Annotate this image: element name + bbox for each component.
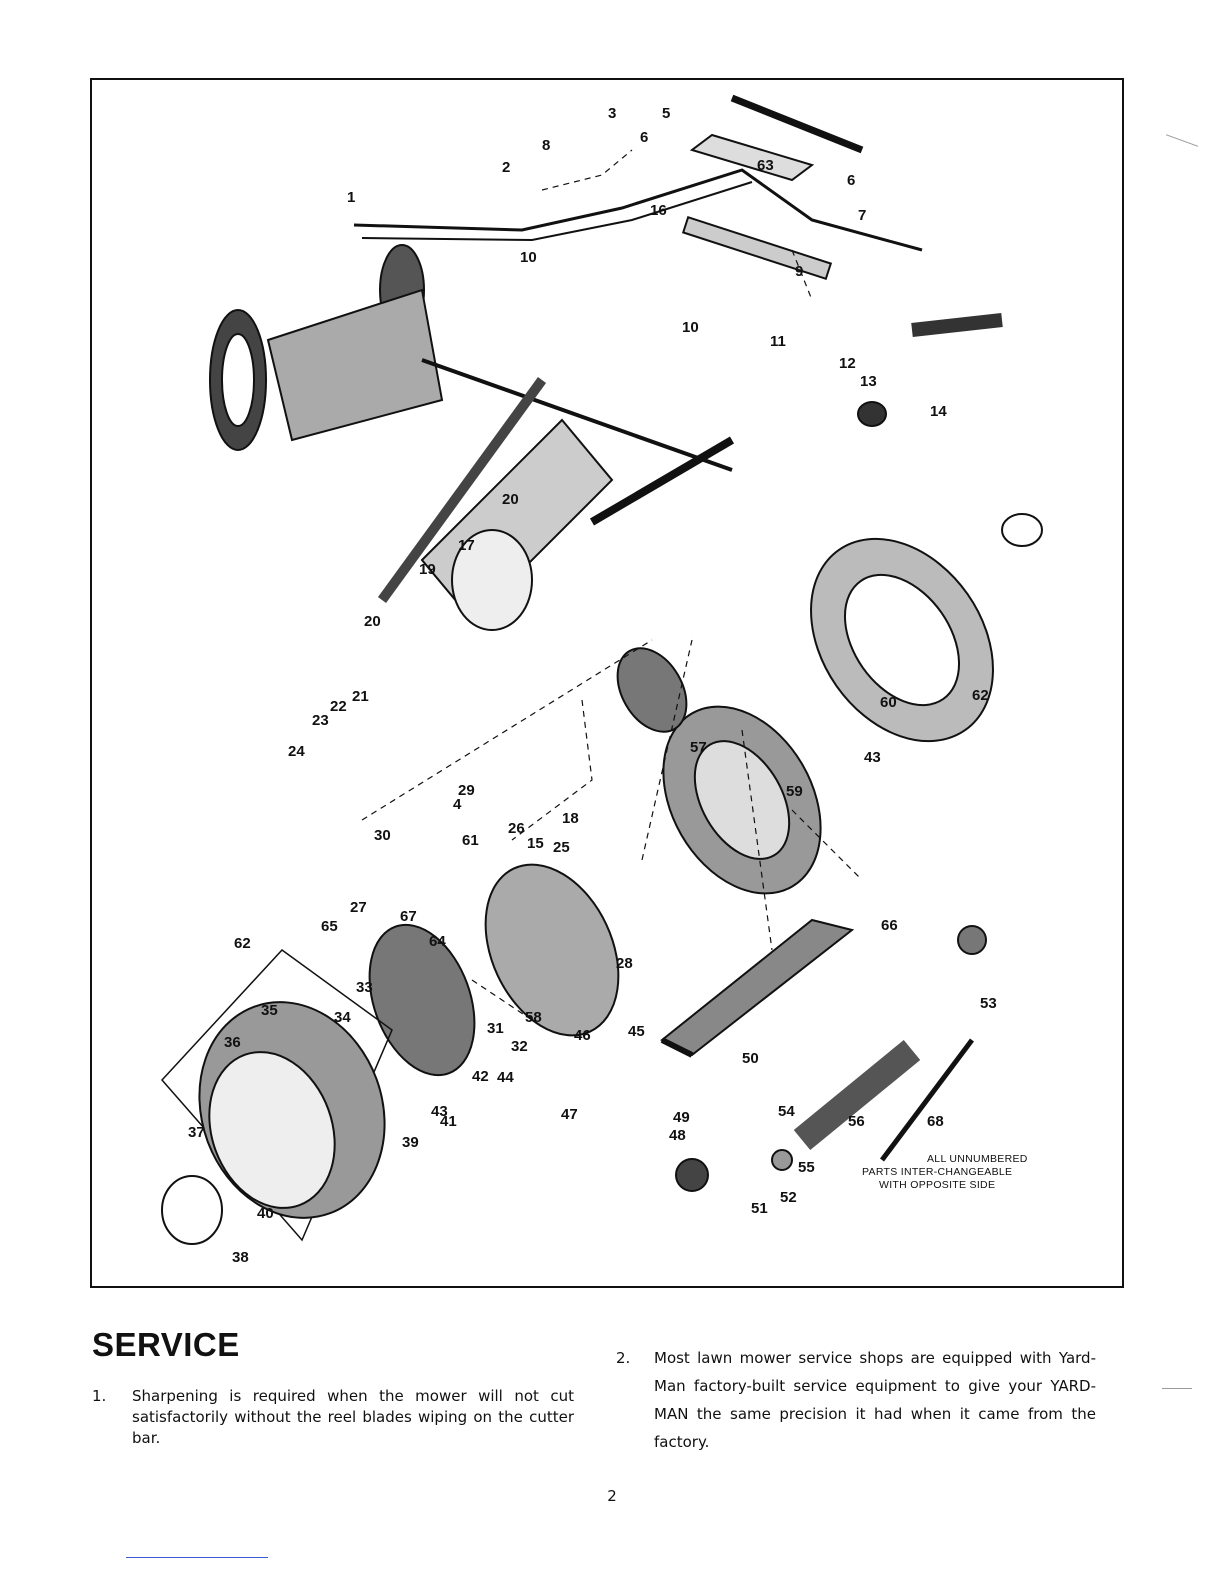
callout-53: 53: [980, 995, 997, 1012]
callout-68: 68: [927, 1113, 944, 1130]
callout-43: 43: [431, 1103, 448, 1120]
item-number: 2.: [616, 1349, 631, 1367]
callout-39: 39: [402, 1134, 419, 1151]
callout-16: 16: [650, 202, 667, 219]
callout-4: 4: [453, 796, 462, 813]
diagram-artwork: [160, 94, 1043, 1245]
callout-10: 10: [682, 319, 699, 336]
callout-21: 21: [352, 688, 369, 705]
item-text: Most lawn mower service shops are equipp…: [654, 1349, 1096, 1451]
callout-13: 13: [860, 373, 877, 390]
item-number: 1.: [92, 1387, 107, 1405]
callout-65: 65: [321, 918, 338, 935]
callout-51: 51: [751, 1200, 768, 1217]
callout-66: 66: [881, 917, 898, 934]
note-line-2: PARTS INTER-CHANGEABLE: [862, 1166, 1012, 1178]
callout-20: 20: [502, 491, 519, 508]
callout-37: 37: [188, 1124, 205, 1141]
callout-35: 35: [261, 1002, 278, 1019]
callout-45: 45: [628, 1023, 645, 1040]
callout-63: 63: [757, 157, 774, 174]
service-item-2: 2. Most lawn mower service shops are equ…: [616, 1344, 1096, 1456]
callout-47: 47: [561, 1106, 578, 1123]
callout-59: 59: [786, 783, 803, 800]
note-line-3: WITH OPPOSITE SIDE: [879, 1179, 995, 1191]
callout-29: 29: [458, 782, 475, 799]
callout-14: 14: [930, 403, 947, 420]
callout-2: 2: [502, 159, 510, 176]
callout-23: 23: [312, 712, 329, 729]
callout-1: 1: [347, 189, 355, 206]
item-text: Sharpening is required when the mower wi…: [132, 1387, 574, 1447]
callout-58: 58: [525, 1009, 542, 1026]
callout-12: 12: [839, 355, 856, 372]
callout-6: 6: [640, 129, 648, 146]
scan-mark: [1162, 1388, 1192, 1389]
scan-mark: [1165, 134, 1199, 147]
callout-36: 36: [224, 1034, 241, 1051]
callout-15: 15: [527, 835, 544, 852]
callout-57: 57: [690, 739, 707, 756]
callout-10: 10: [520, 249, 537, 266]
callout-18: 18: [562, 810, 579, 827]
callout-6: 6: [847, 172, 855, 189]
callout-46: 46: [574, 1027, 591, 1044]
callout-44: 44: [497, 1069, 514, 1086]
callout-40: 40: [257, 1205, 274, 1222]
callout-67: 67: [400, 908, 417, 925]
callout-33: 33: [356, 979, 373, 996]
callout-62: 62: [234, 935, 251, 952]
callout-61: 61: [462, 832, 479, 849]
callout-48: 48: [669, 1127, 686, 1144]
callout-52: 52: [780, 1189, 797, 1206]
callout-5: 5: [662, 105, 670, 122]
callout-55: 55: [798, 1159, 815, 1176]
callout-25: 25: [553, 839, 570, 856]
callout-62: 62: [972, 687, 989, 704]
callout-41: 41: [440, 1113, 457, 1130]
callout-3: 3: [608, 105, 616, 122]
callout-19: 19: [419, 561, 436, 578]
callout-7: 7: [858, 207, 866, 224]
callout-28: 28: [616, 955, 633, 972]
callout-32: 32: [511, 1038, 528, 1055]
interchangeable-note: ALL UNNUMBERED PARTS INTER-CHANGEABLE WI…: [862, 1153, 1028, 1191]
callout-60: 60: [880, 694, 897, 711]
callout-34: 34: [334, 1009, 351, 1026]
callout-8: 8: [542, 137, 550, 154]
service-heading: SERVICE: [92, 1326, 240, 1363]
callout-26: 26: [508, 820, 525, 837]
callout-54: 54: [778, 1103, 795, 1120]
callout-27: 27: [350, 899, 367, 916]
callout-50: 50: [742, 1050, 759, 1067]
callout-11: 11: [770, 333, 786, 350]
callout-64: 64: [429, 933, 446, 950]
callout-17: 17: [458, 537, 475, 554]
callout-38: 38: [232, 1249, 249, 1266]
note-line-1: ALL UNNUMBERED: [927, 1153, 1028, 1165]
callout-31: 31: [487, 1020, 504, 1037]
callout-20: 20: [364, 613, 381, 630]
footer-rule: [126, 1557, 268, 1558]
callout-42: 42: [472, 1068, 489, 1085]
callout-49: 49: [673, 1109, 690, 1126]
page-number: 2: [607, 1487, 617, 1505]
callout-9: 9: [795, 263, 803, 280]
callout-56: 56: [848, 1113, 865, 1130]
callout-30: 30: [374, 827, 391, 844]
callout-43: 43: [864, 749, 881, 766]
callout-24: 24: [288, 743, 305, 760]
service-item-1: 1. Sharpening is required when the mower…: [92, 1386, 574, 1449]
callout-22: 22: [330, 698, 347, 715]
